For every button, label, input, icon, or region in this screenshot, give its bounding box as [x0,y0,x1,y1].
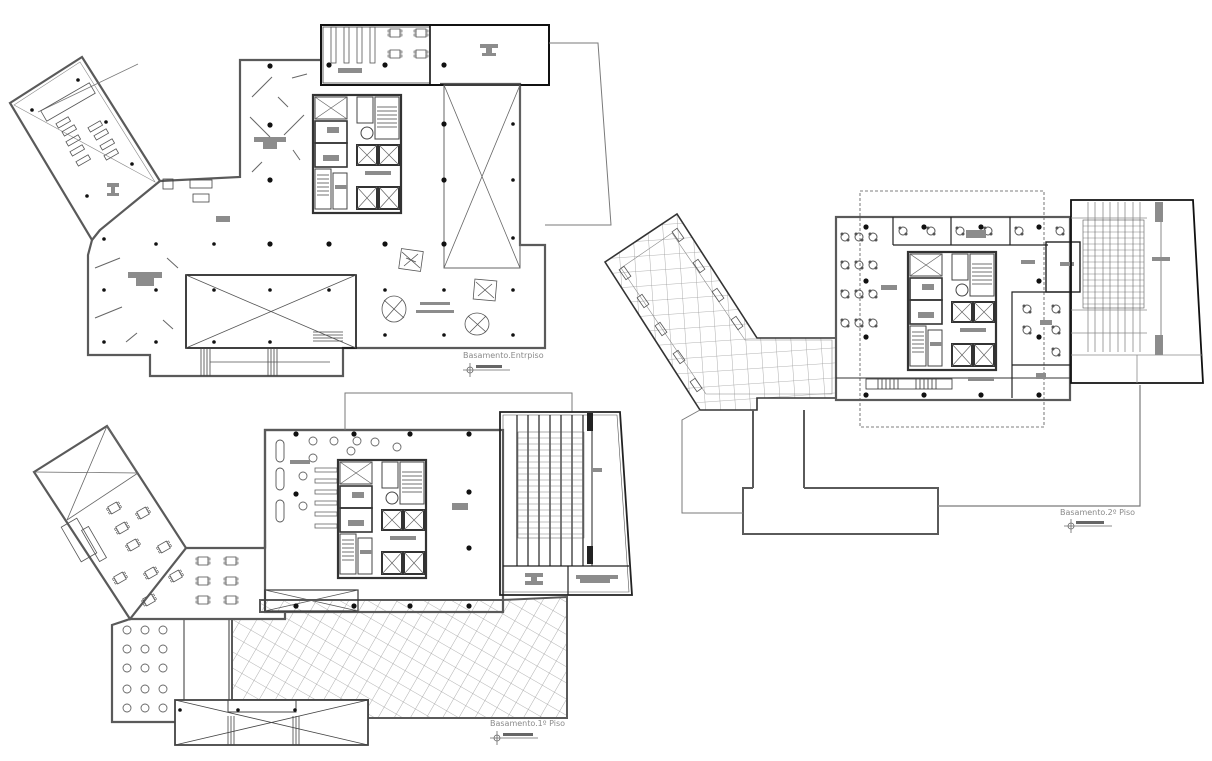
north-arrow-icon [1064,519,1112,533]
north-arrow-icon [463,363,510,377]
plan-title-piso-1: Basamento.1º Piso [490,719,566,728]
plan-title-piso-2: Basamento.2º Piso [1060,508,1136,517]
north-arrow-icon [490,731,538,745]
plan-piso-2 [603,190,1204,535]
plan-piso-1 [32,392,633,746]
plan-title-entrepiso: Basamento.Entrpiso [463,351,544,360]
plan-entrepiso [8,24,612,378]
